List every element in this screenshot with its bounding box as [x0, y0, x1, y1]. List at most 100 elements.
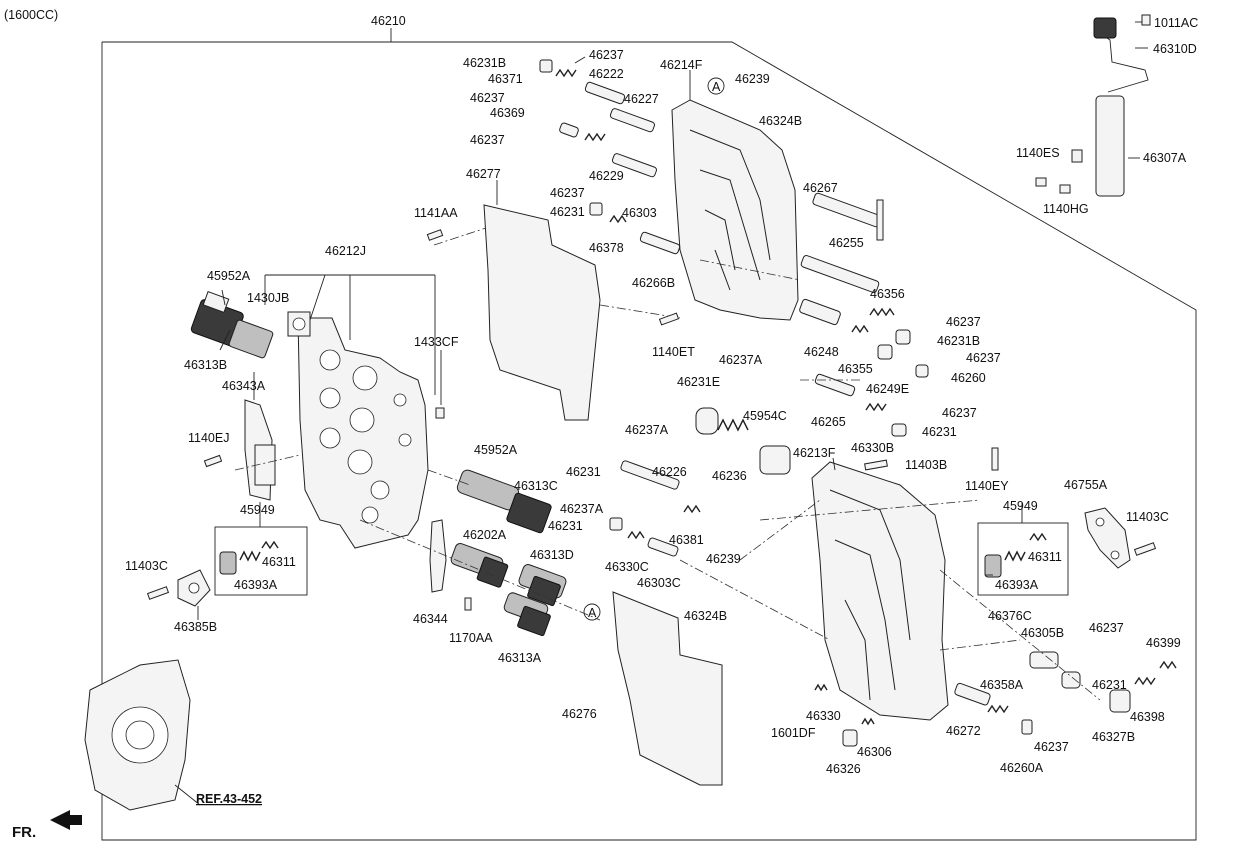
part-label-46330b: 46330B [851, 441, 894, 455]
solenoid-46313D [518, 564, 567, 607]
solenoid-46202A [450, 543, 509, 588]
part-label-46237-e: 46237 [946, 315, 981, 329]
part-label-46267: 46267 [803, 181, 838, 195]
part-label-11403b: 11403B [905, 458, 947, 472]
part-label-1601df: 1601DF [771, 726, 816, 740]
part-label-46260: 46260 [951, 371, 986, 385]
part-label-46324b-low: 46324B [684, 609, 727, 623]
solenoid-46313B [190, 291, 274, 359]
part-label-46231-c: 46231 [566, 465, 601, 479]
part-label-46231-a: 46231 [550, 205, 585, 219]
front-arrow-icon [50, 810, 82, 830]
part-label-46755a: 46755A [1064, 478, 1108, 492]
part-label-46276: 46276 [562, 707, 597, 721]
part-label-46237-d: 46237 [550, 186, 585, 200]
bracket-46344 [429, 519, 447, 593]
part-label-46231-b: 46231 [922, 425, 957, 439]
part-label-46326: 46326 [826, 762, 861, 776]
part-label-46213f: 46213F [793, 446, 836, 460]
valve-body-46213F [811, 461, 949, 721]
part-label-46343a: 46343A [222, 379, 266, 393]
part-label-46358a: 46358A [980, 678, 1024, 692]
part-label-1170aa: 1170AA [449, 631, 493, 645]
part-label-46324b-top: 46324B [759, 114, 802, 128]
part-label-46237-g: 46237 [942, 406, 977, 420]
part-label-46398: 46398 [1130, 710, 1165, 724]
part-label-46231b-top: 46231B [463, 56, 506, 70]
part-label-45949-right: 45949 [1003, 499, 1038, 513]
part-label-46344: 46344 [413, 612, 448, 626]
callout-labels: 4622246226462274622946236462484625546260… [125, 16, 1198, 776]
part-label-11403c-left: 11403C [125, 559, 168, 573]
part-label-46202a: 46202A [463, 528, 507, 542]
part-label-46303: 46303 [622, 206, 657, 220]
spool-set-lower-right [814, 651, 1177, 747]
marker-A-top-text: A [712, 80, 721, 94]
part-label-45954c: 45954C [743, 409, 787, 423]
part-label-46399: 46399 [1146, 636, 1181, 650]
part-label-46237-b: 46237 [470, 91, 505, 105]
part-label-46313c: 46313C [514, 479, 558, 493]
part-label-46237-a: 46237 [589, 48, 624, 62]
part-label-46272: 46272 [946, 724, 981, 738]
part-label-46376c: 46376C [988, 609, 1032, 623]
part-label-46378: 46378 [589, 241, 624, 255]
plate-46755A [1084, 507, 1131, 569]
part-label-46311-right: 46311 [1028, 550, 1062, 564]
part-label-46307a: 46307A [1143, 151, 1187, 165]
part-label-45952a-mid: 45952A [474, 443, 518, 457]
part-label-46248: 46248 [804, 345, 839, 359]
part-label-46330: 46330 [806, 709, 841, 723]
part-label-46239-low: 46239 [706, 552, 741, 566]
part-label-46212j: 46212J [325, 244, 366, 258]
part-label-46330c: 46330C [605, 560, 649, 574]
part-label-46239-top: 46239 [735, 72, 770, 86]
front-label: FR. [12, 824, 36, 841]
spool-set-upper [539, 59, 681, 255]
part-label-46255: 46255 [829, 236, 864, 250]
part-label-46313d: 46313D [530, 548, 574, 562]
group-box-45949-left [214, 526, 308, 596]
part-label-46231-d: 46231 [548, 519, 583, 533]
part-label-46266b: 46266B [632, 276, 675, 290]
part-label-46237a-top: 46237A [719, 353, 763, 367]
part-label-46393a-right: 46393A [995, 578, 1039, 592]
plate-46385B [177, 569, 211, 607]
part-label-46226: 46226 [652, 465, 687, 479]
part-label-46237-h: 46237 [1089, 621, 1124, 635]
valve-body-46214F-channels [689, 129, 771, 291]
guide-lines [234, 227, 1101, 701]
separator-plate-46276 [612, 591, 723, 786]
part-label-46356: 46356 [870, 287, 905, 301]
part-label-46237-f: 46237 [966, 351, 1001, 365]
part-label-46327b: 46327B [1092, 730, 1135, 744]
part-label-46265: 46265 [811, 415, 846, 429]
marker-A-bottom [583, 603, 601, 621]
solenoid-46313A [503, 592, 551, 637]
part-label-46214f: 46214F [660, 58, 703, 72]
gasket-46343A [244, 399, 276, 501]
part-labels: (1600CC) 46210 REF.43-452 FR. [4, 8, 406, 841]
part-label-1011ac: 1011AC [1154, 16, 1198, 30]
check-ball-group-left [219, 540, 279, 575]
leader-lines [197, 21, 1148, 620]
spool-set-right [799, 192, 929, 437]
part-label-46231-e: 46231 [1092, 678, 1127, 692]
part-label-46231e: 46231E [677, 375, 720, 389]
part-label-46237a-mid: 46237A [625, 423, 669, 437]
valve-body-46213F-channels [829, 489, 911, 701]
variant-label: (1600CC) [4, 8, 58, 22]
part-label-46249e: 46249E [866, 382, 909, 396]
part-label-1140ej: 1140EJ [188, 431, 229, 445]
part-label-46227: 46227 [624, 92, 659, 106]
part-label-46369: 46369 [490, 106, 525, 120]
part-label-46229: 46229 [589, 169, 624, 183]
solenoid-46313C [456, 469, 552, 534]
part-label-46393a-left: 46393A [234, 578, 278, 592]
part-label-46305b: 46305B [1021, 626, 1064, 640]
part-label-46303c: 46303C [637, 576, 681, 590]
part-label-1430jb: 1430JB [247, 291, 289, 305]
part-label-46277: 46277 [466, 167, 501, 181]
part-label-46236: 46236 [712, 469, 747, 483]
